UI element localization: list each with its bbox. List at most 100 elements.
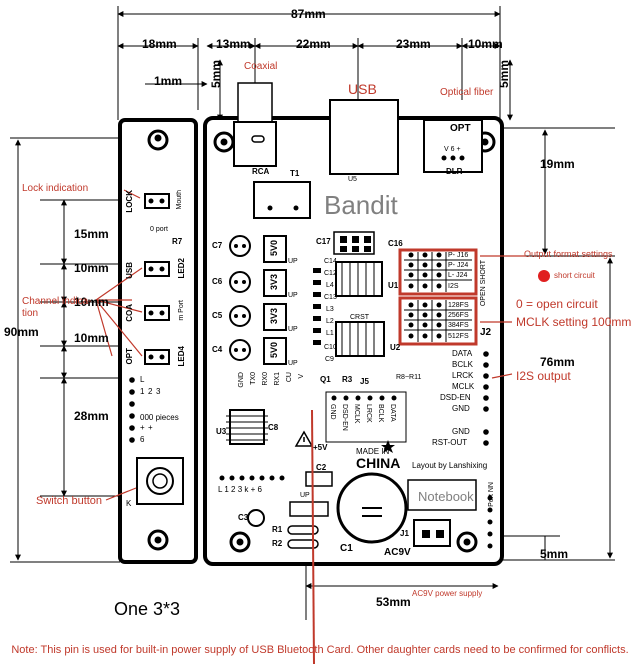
silk-r1: R1 <box>272 525 283 534</box>
silk-up4: UP <box>288 360 298 367</box>
silk-u2: U2 <box>390 343 401 352</box>
switch-module <box>118 118 198 564</box>
silk-j5: J5 <box>360 377 369 386</box>
label-open-circuit: 0 = open circuit <box>516 297 598 311</box>
silk-list-6: 6 <box>140 435 145 444</box>
silk-layout-by: Layout by Lanshixing <box>412 461 488 470</box>
right-pin-label: GND <box>452 404 470 413</box>
j5-pin-label: DSD-EN <box>341 404 348 431</box>
label-lock-indication: Lock indication <box>22 183 89 194</box>
annotations <box>95 189 525 665</box>
dim-53: 53mm <box>376 595 411 609</box>
dim-5c: 5mm <box>540 547 569 561</box>
silk-l4: L4 <box>326 282 334 289</box>
dim-23: 23mm <box>396 37 431 51</box>
silk-dlr: DLR <box>446 167 463 176</box>
dim-10-c: 10mm <box>74 331 109 345</box>
silk-gnd1: GND <box>238 372 245 388</box>
silk-open-short: OPEN SHORT <box>480 260 487 307</box>
silk-c12: C12 <box>324 270 337 277</box>
silk-list-3: 3 <box>156 387 161 396</box>
silk-c14: C14 <box>324 258 337 265</box>
silk-ac9v: AC9V <box>384 547 411 558</box>
silk-made-in: MADE IN <box>356 447 390 456</box>
silk-up1: UP <box>288 258 298 265</box>
label-one: One 3*3 <box>114 599 181 619</box>
silk-t1: T1 <box>290 169 300 178</box>
label-switch-button: Switch button <box>36 495 103 507</box>
format-label: I2S <box>448 283 459 290</box>
right-pin-label: DATA <box>452 349 473 358</box>
silk-j2: J2 <box>480 327 492 338</box>
silk-rx0: RX0 <box>262 372 269 386</box>
silk-j1: J1 <box>400 529 409 538</box>
j5-pin-label: DATA <box>389 404 396 422</box>
j5-pin-label: LRCK <box>365 404 372 423</box>
silk-rst-out: RST-OUT <box>432 438 468 447</box>
left-dimensions <box>10 137 120 563</box>
silk-v6plus: V 6 + <box>444 146 461 153</box>
silk-up: UP <box>300 492 310 499</box>
silk-5v0-b: 5V0 <box>269 342 279 359</box>
silk-mouth: Mouth <box>176 190 183 210</box>
silk-list-1: 1 <box>140 387 145 396</box>
footer-note: Note: This pin is used for built-in powe… <box>11 644 629 656</box>
label-mclk-setting: MCLK setting 100mm <box>516 315 632 329</box>
dim-19: 19mm <box>540 157 575 171</box>
silk-plus5v: +5V <box>313 443 328 452</box>
dim-76: 76mm <box>540 355 575 369</box>
dim-22: 22mm <box>296 37 331 51</box>
dim-15: 15mm <box>74 227 109 241</box>
silk-r2: R2 <box>272 539 283 548</box>
label-i2s-output: I2S output <box>516 369 571 383</box>
short-circuit-dot <box>538 270 550 282</box>
j5-pin-label: BCLK <box>377 404 384 423</box>
main-board <box>203 82 504 566</box>
silk-c16: C16 <box>388 239 403 248</box>
right-pin-label: DSD-EN <box>440 393 471 402</box>
label-usb: USB <box>348 81 377 97</box>
silk-led4: LED4 <box>177 346 186 367</box>
silk-gnd2: GND <box>452 427 470 436</box>
silk-l123: L 1 2 3 k + 6 <box>218 485 262 494</box>
silk-list-2: 2 <box>148 387 153 396</box>
silk-l2: L2 <box>326 318 334 325</box>
right-dimensions <box>305 127 615 620</box>
mclk-label: 512FS <box>448 333 469 340</box>
silk-3v3-a: 3V3 <box>269 274 279 291</box>
dim-1: 1mm <box>154 74 183 88</box>
format-label: P- J24 <box>448 262 469 269</box>
dim-total-width: 87mm <box>291 7 326 21</box>
silk-5v0-a: 5V0 <box>269 240 279 257</box>
silk-r8-r11: R8~R11 <box>396 374 422 381</box>
silk-3v3-b: 3V3 <box>269 308 279 325</box>
format-label: L- J24 <box>448 272 468 279</box>
silk-v: V <box>298 374 305 379</box>
silk-opt: OPT <box>450 123 471 134</box>
silk-c10: C10 <box>324 344 337 351</box>
silk-up2: UP <box>288 292 298 299</box>
dim-10-top: 10mm <box>468 37 503 51</box>
silk-q1: Q1 <box>320 375 331 384</box>
silk-opt-left: OPT <box>125 348 134 365</box>
label-ac9v-supply: AC9V power supply <box>412 589 483 598</box>
silk-crst: CRST <box>350 314 370 321</box>
silk-c3: C3 <box>238 513 249 522</box>
silk-c9: C9 <box>325 356 334 363</box>
mclk-label: 128FS <box>448 302 469 309</box>
silk-c8: C8 <box>268 423 279 432</box>
format-label: P- J16 <box>448 252 469 259</box>
silk-l1: L1 <box>326 330 334 337</box>
silk-cu: CU <box>286 372 293 383</box>
silk-c5: C5 <box>212 311 223 320</box>
label-bandit-watermark: Bandit <box>324 190 398 220</box>
silk-rx1: RX1 <box>274 372 281 386</box>
silk-c7: C7 <box>212 241 223 250</box>
silk-r7: R7 <box>172 237 183 246</box>
silk-plus: + <box>148 423 153 432</box>
silk-c13: C13 <box>324 294 337 301</box>
label-channel-indication: Channel indica- tion <box>22 296 92 319</box>
silk-list-l: L <box>140 375 145 384</box>
dim-5a: 5mm <box>209 60 223 89</box>
